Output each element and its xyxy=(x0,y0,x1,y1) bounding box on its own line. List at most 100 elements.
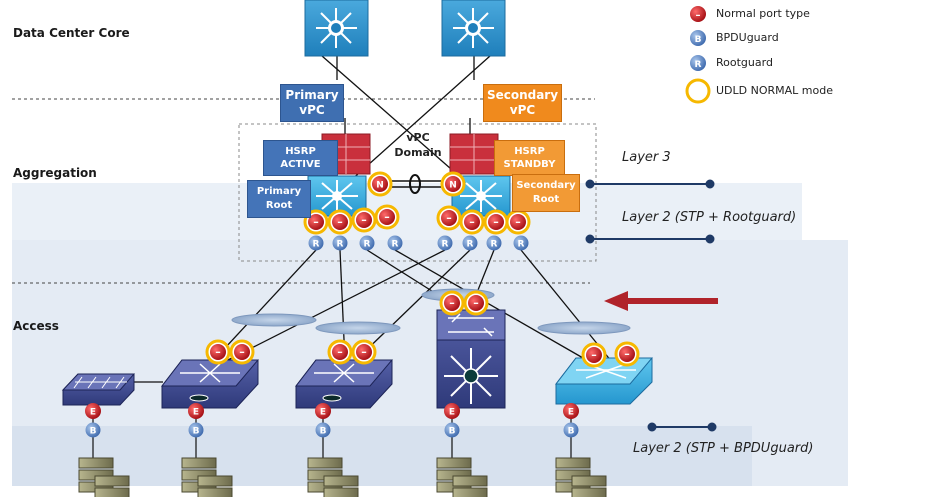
rootguard-badge-7-text: R xyxy=(491,240,498,250)
access-uplink-port-badge-2: – xyxy=(229,339,255,365)
vpc-peer-link xyxy=(392,174,441,194)
secondary-vpc-label: Secondary vPC xyxy=(483,84,562,122)
aggregation-port-badge-8-text: – xyxy=(515,216,521,229)
access-uplink-port-badge-3-text: – xyxy=(337,346,343,359)
aggregation-port-badge-7: – xyxy=(483,209,509,235)
rootguard-badge-5-text: R xyxy=(442,240,449,250)
aggregation-port-badge-7-text: – xyxy=(493,216,499,229)
rootguard-badge-5: R xyxy=(437,235,453,251)
bpduguard-badge-3: B xyxy=(315,422,331,438)
rootguard-badge-2-text: R xyxy=(337,240,344,250)
legend-normal-port-label: Normal port type xyxy=(716,7,810,20)
edge-port-badge-5-text: E xyxy=(568,408,574,418)
bpduguard-badge-2: B xyxy=(188,422,204,438)
access-uplink-port-badge-4: – xyxy=(351,339,377,365)
server-links xyxy=(92,404,572,462)
aggregation-port-badge-6-text: – xyxy=(469,216,475,229)
aggregation-port-badge-2: – xyxy=(327,209,353,235)
hsrp-standby-label: HSRP STANDBY xyxy=(494,140,565,176)
aggregation-port-badge-4-text: – xyxy=(384,211,390,224)
edge-port-badge-3: E xyxy=(315,403,331,419)
server-stack-5 xyxy=(555,457,607,497)
access-uplink-port-badge-7: – xyxy=(581,342,607,368)
section-label-core: Data Center Core xyxy=(13,26,130,40)
access-uplink-port-badge-1: – xyxy=(205,339,231,365)
peer-port-badge-right-text: N xyxy=(449,181,457,191)
port-channel-ellipses xyxy=(231,288,631,335)
edge-port-badge-4: E xyxy=(444,403,460,419)
bpduguard-badge-4-text: B xyxy=(449,427,456,437)
svg-text:–: – xyxy=(696,10,701,21)
server-stack-2 xyxy=(181,457,233,497)
access-uplink-port-badge-5-text: – xyxy=(449,297,455,310)
peer-port-badge-left-text: N xyxy=(376,181,384,191)
access-uplink-port-badge-6-text: – xyxy=(473,297,479,310)
rootguard-badge-4: R xyxy=(387,235,403,251)
edge-port-badge-5: E xyxy=(563,403,579,419)
rootguard-badge-8: R xyxy=(513,235,529,251)
peer-port-badge-left: N xyxy=(367,171,393,197)
server-stack-3 xyxy=(307,457,359,497)
layer2-rootguard-label: Layer 2 (STP + Rootguard) xyxy=(622,210,797,225)
layer3-label: Layer 3 xyxy=(622,150,671,165)
rootguard-badge-7: R xyxy=(486,235,502,251)
rootguard-badge-2: R xyxy=(332,235,348,251)
section-label-access: Access xyxy=(13,319,59,333)
aggregation-port-badge-5: – xyxy=(436,205,462,231)
attention-arrow xyxy=(604,291,718,311)
vpc-domain-label: vPC Domain xyxy=(394,131,442,159)
access-uplink-port-badge-2-text: – xyxy=(239,346,245,359)
bpduguard-badge-1: B xyxy=(85,422,101,438)
firewall-right xyxy=(449,133,499,175)
secondary-root-label: Secondary Root xyxy=(512,174,580,212)
bpduguard-badge-1-text: B xyxy=(90,427,97,437)
aggregation-port-badge-1-text: – xyxy=(313,216,319,229)
access-uplink-port-badge-3: – xyxy=(327,339,353,365)
server-stack-4 xyxy=(436,457,488,497)
aggregation-port-badge-3: – xyxy=(351,207,377,233)
rootguard-badge-8-text: R xyxy=(518,240,525,250)
core-switch-left xyxy=(304,0,369,57)
legend-badges: – B R xyxy=(685,6,711,104)
edge-port-badge-4-text: E xyxy=(449,408,455,418)
bpduguard-badge-5-text: B xyxy=(568,427,575,437)
bpduguard-badge-2-text: B xyxy=(193,427,200,437)
peer-port-badge-right: N xyxy=(440,171,466,197)
aggregation-switch-left xyxy=(307,175,367,217)
rootguard-badge-1: R xyxy=(308,235,324,251)
edge-port-badge-2: E xyxy=(188,403,204,419)
hsrp-active-label: HSRP ACTIVE xyxy=(263,140,338,176)
bpduguard-badge-3-text: B xyxy=(320,427,327,437)
edge-port-badge-2-text: E xyxy=(193,408,199,418)
access-uplink-port-badge-8: – xyxy=(614,341,640,367)
access-uplink-port-badge-7-text: – xyxy=(591,349,597,362)
rootguard-badge-3: R xyxy=(359,235,375,251)
access-uplink-port-badge-6: – xyxy=(463,290,489,316)
svg-text:R: R xyxy=(695,60,702,70)
aggregation-band xyxy=(12,183,802,240)
access-uplink-port-badge-4-text: – xyxy=(361,346,367,359)
legend-bpduguard-icon: B xyxy=(690,30,706,46)
access-band-lower xyxy=(12,426,752,486)
access-switch-2 xyxy=(160,359,260,409)
primary-root-label: Primary Root xyxy=(247,180,311,218)
legend-udld-ring-icon xyxy=(685,78,711,104)
section-label-aggregation: Aggregation xyxy=(13,166,97,180)
access-uplink-port-badge-1-text: – xyxy=(215,346,221,359)
edge-port-badge-1: E xyxy=(85,403,101,419)
layer2-bpduguard-label: Layer 2 (STP + BPDUguard) xyxy=(633,441,814,456)
access-uplink-port-badge-8-text: – xyxy=(624,348,630,361)
edge-port-badge-1-text: E xyxy=(90,408,96,418)
legend-bpduguard-label: BPDUguard xyxy=(716,31,779,44)
vpc-domain-boundary xyxy=(238,123,597,262)
legend-normal-port-icon: – xyxy=(690,6,706,22)
aggregation-port-badge-8: – xyxy=(505,209,531,235)
core-switch-right xyxy=(441,0,506,57)
bpduguard-badge-5: B xyxy=(563,422,579,438)
access-switch-3 xyxy=(294,359,394,409)
aggregation-port-badge-4: – xyxy=(374,204,400,230)
legend-rootguard-icon: R xyxy=(690,55,706,71)
access-switch-modular xyxy=(436,309,506,409)
